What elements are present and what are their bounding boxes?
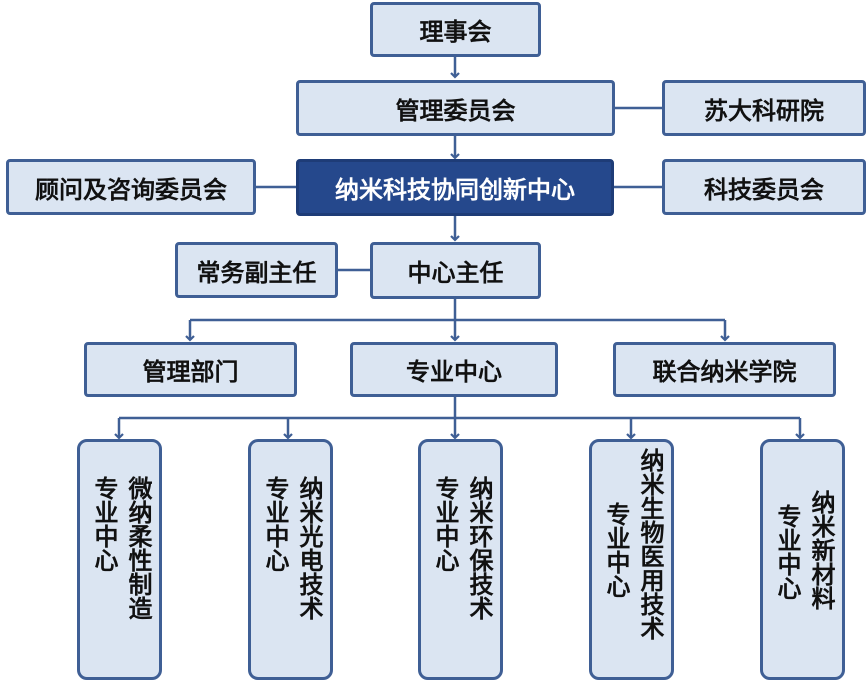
board-node: 理事会: [370, 2, 541, 57]
management-committee-node: 管理委员会: [296, 80, 615, 136]
column-subtitle: 专业中心: [90, 476, 118, 572]
suda-institute-node: 苏大科研院: [662, 80, 866, 136]
specialty-centers-node: 专业中心: [350, 342, 558, 397]
joint-nano-college-node: 联合纳米学院: [613, 342, 836, 397]
advisory-committee-node: 顾问及咨询委员会: [6, 159, 256, 215]
column-title: 微纳柔性制造: [124, 476, 152, 620]
deputy-director-node: 常务副主任: [175, 242, 338, 298]
management-dept-node: 管理部门: [84, 342, 297, 397]
specialty-column-flexible-manufacturing: 微纳柔性制造 专业中心: [77, 439, 162, 680]
center-director-node: 中心主任: [370, 242, 541, 299]
column-title: 纳米光电技术: [295, 476, 323, 620]
column-title: 纳米新材料: [807, 490, 835, 610]
column-subtitle: 专业中心: [261, 476, 289, 572]
specialty-column-optoelectronics: 纳米光电技术 专业中心: [248, 439, 333, 680]
column-title: 纳米生物医用技术: [636, 448, 664, 640]
specialty-column-environmental: 纳米环保技术 专业中心: [418, 439, 503, 680]
column-title: 纳米环保技术: [465, 476, 493, 620]
nano-center-node: 纳米科技协同创新中心: [296, 159, 614, 216]
specialty-column-new-materials: 纳米新材料 专业中心: [760, 439, 845, 680]
column-subtitle: 专业中心: [602, 502, 630, 598]
tech-committee-node: 科技委员会: [662, 159, 866, 215]
column-subtitle: 专业中心: [431, 476, 459, 572]
specialty-column-biomedical: 纳米生物医用技术 专业中心: [589, 439, 674, 680]
column-subtitle: 专业中心: [773, 504, 801, 600]
